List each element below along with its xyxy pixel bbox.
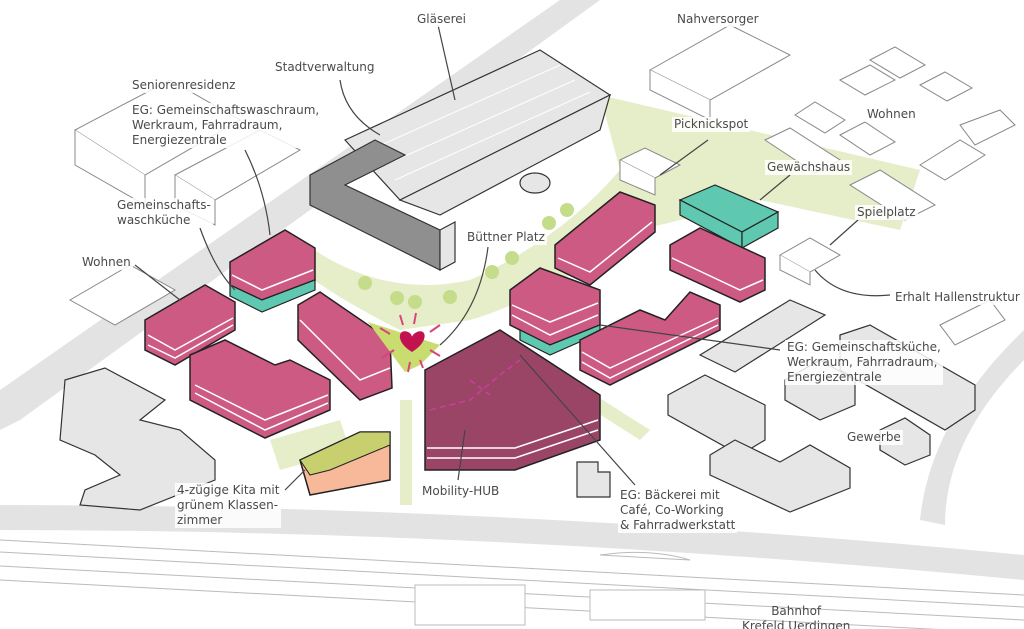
railway [0, 539, 1024, 629]
stadtverwaltung-building [309, 139, 441, 271]
residential-buildings [144, 191, 766, 439]
label-eg-kueche: EG: Gemeinschaftsküche, Werkraum, Fahrra… [785, 340, 943, 385]
label-gewerbe: Gewerbe [845, 430, 903, 445]
platz-rays [379, 312, 441, 373]
green-path-south [400, 400, 412, 505]
label-glaeserei: Gläserei [415, 12, 469, 27]
existing-outline-buildings [68, 24, 1016, 346]
leader-lines [134, 24, 891, 491]
label-waschkueche: Gemeinschafts- waschküche [115, 198, 213, 228]
label-spielplatz: Spielplatz [855, 205, 918, 220]
road-main [0, 505, 1024, 580]
label-eg-waschraum: EG: Gemeinschaftswaschraum, Werkraum, Fa… [130, 103, 322, 148]
label-wohnen-left: Wohnen [80, 255, 133, 270]
mobility-hub [424, 329, 601, 471]
label-mobility-hub: Mobility-HUB [420, 484, 502, 499]
label-picknickspot: Picknickspot [672, 117, 751, 132]
label-bahnhof: Bahnhof Krefeld Uerdingen [742, 604, 851, 629]
heart-icon [399, 331, 425, 352]
buettner-platz [368, 322, 440, 372]
road-right [920, 330, 1024, 525]
label-seniorenresidenz: Seniorenresidenz [130, 78, 238, 93]
label-buettner-platz: Büttner Platz [465, 230, 547, 245]
label-nahversorger: Nahversorger [675, 12, 761, 27]
label-eg-baeckerei: EG: Bäckerei mit Café, Co-Working & Fahr… [618, 488, 738, 533]
label-wohnen-right: Wohnen [865, 107, 918, 122]
label-stadtverwaltung: Stadtverwaltung [273, 60, 377, 75]
trees [358, 203, 574, 309]
green-strip-south [270, 420, 350, 470]
label-gewaechshaus: Gewächshaus [765, 160, 853, 175]
label-erhalt-hallenstruktur: Erhalt Hallenstruktur [893, 290, 1022, 305]
label-kita: 4-zügige Kita mit grünem Klassen- zimmer [175, 483, 282, 528]
